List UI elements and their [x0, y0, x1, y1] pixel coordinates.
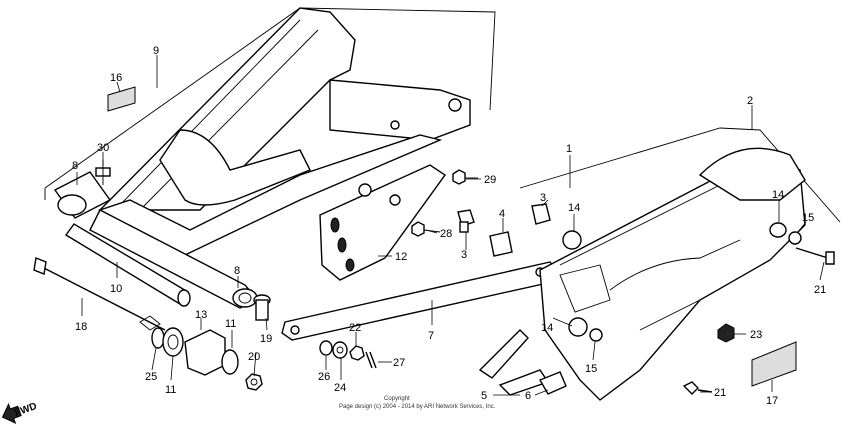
pivot-bolt-18[interactable] — [33, 257, 166, 331]
callout-28: 28 — [440, 228, 452, 240]
callout-3a: 3 — [540, 192, 546, 204]
callout-29: 29 — [484, 174, 496, 186]
callout-21a: 21 — [814, 284, 826, 296]
callout-17: 17 — [766, 395, 778, 407]
callout-26: 26 — [318, 371, 330, 383]
copyright-line2: Page design (c) 2004 - 2014 by ARI Netwo… — [339, 404, 496, 410]
callout-19: 19 — [260, 333, 272, 345]
bolt-29[interactable] — [452, 169, 478, 185]
collar-19[interactable] — [253, 294, 271, 321]
callout-13: 13 — [195, 309, 207, 321]
callout-27: 27 — [393, 357, 405, 369]
callout-1: 1 — [566, 143, 572, 155]
callout-4: 4 — [499, 208, 505, 220]
bolt-21a[interactable] — [795, 247, 835, 265]
bushing-11b[interactable] — [221, 349, 239, 375]
chain-case[interactable] — [519, 127, 841, 401]
callout-3b: 3 — [461, 249, 467, 261]
fwd-label: FWD — [13, 401, 38, 419]
drive-chain-5[interactable] — [478, 329, 550, 396]
callout-2: 2 — [747, 95, 753, 107]
nut-22[interactable] — [349, 345, 365, 361]
callout-11b: 11 — [165, 384, 176, 396]
callout-30: 30 — [97, 142, 109, 154]
torque-arm-7[interactable] — [281, 261, 559, 341]
callout-18: 18 — [75, 321, 87, 333]
bolt-21b[interactable] — [682, 381, 713, 395]
callout-10: 10 — [110, 283, 122, 295]
forward-direction-indicator: FWD — [1, 401, 38, 425]
nut-23[interactable] — [717, 323, 735, 343]
rubber-4[interactable] — [489, 231, 513, 257]
cotter-pin-27[interactable] — [365, 351, 377, 369]
callout-15a: 15 — [802, 212, 814, 224]
washer-26[interactable] — [319, 340, 333, 356]
callout-6: 6 — [525, 390, 531, 402]
callout-8a: 8 — [72, 160, 78, 172]
swingarm[interactable] — [44, 7, 496, 309]
callout-14a: 14 — [568, 202, 580, 214]
callout-22: 22 — [349, 322, 361, 334]
callout-20: 20 — [248, 351, 260, 363]
callout-5: 5 — [481, 390, 487, 402]
callout-7: 7 — [428, 330, 434, 342]
nut-20[interactable] — [245, 373, 263, 391]
callout-8b: 8 — [234, 265, 240, 277]
leader-lines — [76, 55, 825, 396]
callout-24: 24 — [334, 382, 346, 394]
callout-12: 12 — [395, 251, 407, 263]
callout-14c: 14 — [541, 322, 553, 334]
washer-25[interactable] — [151, 327, 165, 349]
bushing-11a[interactable] — [162, 327, 184, 357]
callout-23: 23 — [750, 329, 762, 341]
copyright-line1: Copyright — [384, 396, 410, 402]
washer-24[interactable] — [332, 341, 348, 359]
callout-25: 25 — [145, 371, 157, 383]
callout-9: 9 — [153, 45, 159, 57]
cap-13[interactable] — [184, 329, 226, 376]
bolt-28[interactable] — [411, 221, 441, 237]
bolt-3b[interactable] — [531, 203, 551, 225]
callout-11a: 11 — [225, 318, 236, 330]
collar-14a[interactable] — [562, 230, 582, 250]
callout-14b: 14 — [772, 189, 784, 201]
master-link-6[interactable] — [538, 371, 567, 395]
label-plate-16[interactable] — [107, 86, 136, 112]
forward-arrow-icon — [1, 402, 22, 425]
bolt-3a[interactable] — [457, 209, 475, 233]
callout-15b: 15 — [585, 363, 597, 375]
callout-21b: 21 — [714, 387, 726, 399]
callout-16: 16 — [110, 72, 122, 84]
callout-labels: 1 2 3 3 4 5 6 7 8 8 9 10 11 11 12 13 14 … — [72, 45, 826, 407]
label-plate-17[interactable] — [751, 341, 797, 387]
